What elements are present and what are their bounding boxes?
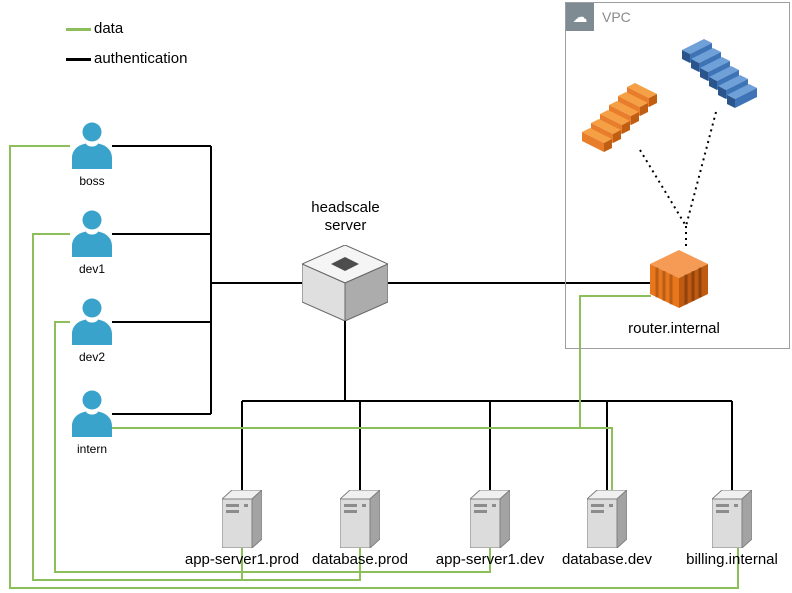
user-icon <box>70 210 114 258</box>
authentication-line-swatch <box>66 58 91 61</box>
user-icon <box>70 122 114 170</box>
cube-icon <box>302 245 388 321</box>
server-icon <box>712 490 752 548</box>
data-line-boss <box>9 145 739 589</box>
user-label-boss: boss <box>79 174 105 188</box>
server-label-app-server1-dev: app-server1.dev <box>435 551 545 568</box>
server-icon <box>470 490 510 548</box>
legend-label-authentication: authentication <box>94 50 188 67</box>
server-label-database-prod: database.prod <box>312 551 408 568</box>
vpc-dotted-links <box>639 111 717 249</box>
vpc-group-box: ☁ VPC <box>565 2 790 349</box>
router-icon <box>650 250 708 308</box>
user-icon <box>70 298 114 346</box>
server-icon <box>340 490 380 548</box>
server-label-app-server1-prod: app-server1.prod <box>184 551 300 568</box>
server-icon <box>222 490 262 548</box>
router-label: router.internal <box>628 320 720 337</box>
headscale-label: headscale server <box>311 199 380 234</box>
user-label-intern: intern <box>76 442 108 456</box>
server-label-database-dev: database.dev <box>561 551 653 568</box>
stack-icon-orange <box>576 72 661 157</box>
user-label-dev1: dev1 <box>78 262 106 276</box>
data-line-router <box>579 295 651 428</box>
server-label-billing-internal: billing.internal <box>686 551 778 568</box>
stack-icon-blue <box>678 28 763 113</box>
vpc-title: VPC <box>602 9 631 25</box>
legend-label-data: data <box>94 20 124 37</box>
user-icon <box>70 390 114 438</box>
data-line-dev1 <box>32 233 361 581</box>
data-line-swatch <box>66 28 91 31</box>
data-line-dev2 <box>54 321 491 573</box>
user-label-dev2: dev2 <box>78 350 106 364</box>
cloud-icon: ☁ <box>566 3 594 31</box>
data-line-intern <box>112 427 613 490</box>
auth-lines <box>112 145 733 490</box>
server-icon <box>587 490 627 548</box>
